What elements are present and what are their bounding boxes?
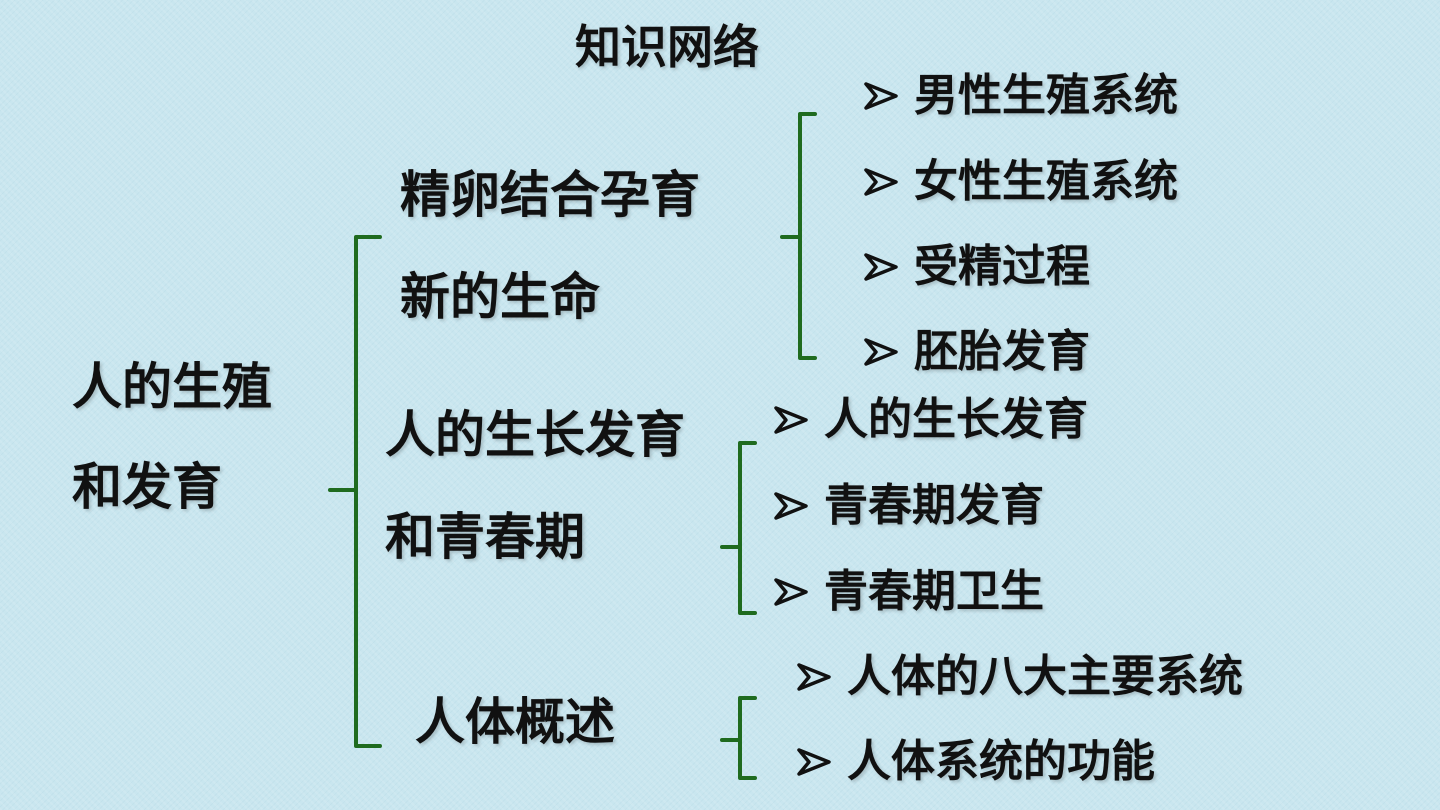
list-item: 女性生殖系统 <box>862 160 1178 204</box>
arrow-bullet-icon <box>864 253 898 281</box>
arrow-bullet-icon <box>864 82 898 110</box>
list-item: 胚胎发育 <box>862 330 1090 374</box>
root-node-line1: 人的生殖 <box>72 358 272 416</box>
list-item: 人体的八大主要系统 <box>795 655 1243 699</box>
list-item-label: 女性生殖系统 <box>914 156 1178 207</box>
branch-3-bracket <box>720 696 757 780</box>
arrow-bullet-icon <box>864 168 898 196</box>
arrow-bullet-icon <box>774 406 808 434</box>
arrow-bullet-icon <box>864 338 898 366</box>
branch-1-line1: 精卵结合孕育 <box>400 166 700 224</box>
list-item-label: 人体的八大主要系统 <box>847 651 1243 702</box>
root-node-line2: 和发育 <box>72 458 222 516</box>
page-title: 知识网络 <box>575 20 759 74</box>
branch-2-bracket <box>720 441 757 615</box>
branch-2-line2: 和青春期 <box>385 508 585 566</box>
list-item-label: 男性生殖系统 <box>914 70 1178 121</box>
branch-1-line2: 新的生命 <box>400 268 600 326</box>
arrow-bullet-icon <box>774 578 808 606</box>
branch-3-line1: 人体概述 <box>415 693 615 751</box>
list-item: 人的生长发育 <box>772 398 1088 442</box>
list-item: 男性生殖系统 <box>862 74 1178 118</box>
list-item-label: 青春期卫生 <box>824 566 1044 617</box>
list-item-label: 受精过程 <box>914 241 1090 292</box>
list-item-label: 人的生长发育 <box>824 394 1088 445</box>
arrow-bullet-icon <box>797 748 831 776</box>
branch-2-line1: 人的生长发育 <box>385 406 685 464</box>
list-item: 青春期发育 <box>772 484 1044 528</box>
list-item-label: 青春期发育 <box>824 480 1044 531</box>
root-bracket <box>328 235 382 748</box>
list-item: 人体系统的功能 <box>795 740 1155 784</box>
branch-1-bracket <box>780 112 817 360</box>
list-item-label: 胚胎发育 <box>914 326 1090 377</box>
list-item: 青春期卫生 <box>772 570 1044 614</box>
list-item: 受精过程 <box>862 245 1090 289</box>
arrow-bullet-icon <box>797 663 831 691</box>
list-item-label: 人体系统的功能 <box>847 736 1155 787</box>
arrow-bullet-icon <box>774 492 808 520</box>
